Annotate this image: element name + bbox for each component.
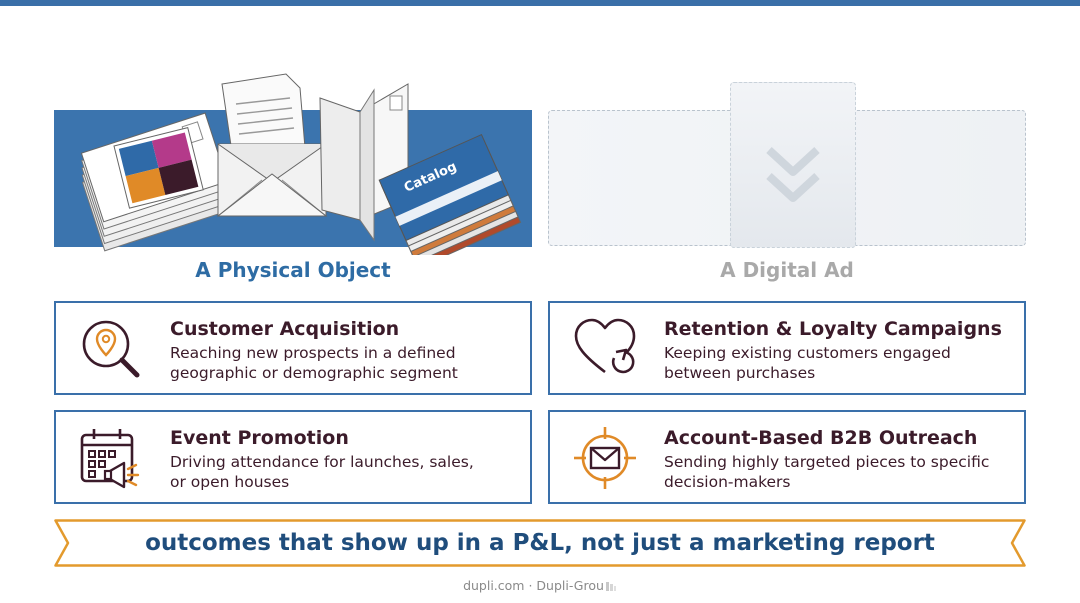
footer: dupli.com · Dupli-Grou: [0, 578, 1080, 593]
card-description: Reaching new prospects in a defined geog…: [170, 343, 520, 383]
card-customer-acquisition: Customer Acquisition Reaching new prospe…: [54, 301, 532, 395]
digital-ad-caption: A Digital Ad: [720, 258, 854, 282]
physical-object-caption: A Physical Object: [195, 258, 391, 282]
outcome-banner-text: outcomes that show up in a P&L, not just…: [145, 530, 935, 556]
double-chevron-down-icon: [766, 147, 820, 202]
card-description: Keeping existing customers engaged betwe…: [664, 343, 1014, 383]
card-account-based-outreach: Account-Based B2B Outreach Sending highl…: [548, 410, 1026, 504]
letter-paper: [221, 73, 307, 167]
card-title: Account-Based B2B Outreach: [664, 427, 978, 449]
card-description-line: or open houses: [170, 473, 290, 491]
heart-refresh-icon: [574, 318, 636, 374]
card-title: Customer Acquisition: [170, 318, 400, 340]
calendar-megaphone-icon: [80, 429, 140, 489]
catalog-stack: Catalog: [378, 133, 522, 255]
card-description-line: geographic or demographic segment: [170, 364, 458, 382]
card-title: Event Promotion: [170, 427, 349, 449]
footer-text: dupli.com · Dupli-Grou: [463, 578, 604, 593]
card-description: Driving attendance for launches, sales, …: [170, 452, 520, 492]
card-description-line: Sending highly targeted pieces to specif…: [664, 453, 990, 471]
digital-ad-placeholder-card: [730, 82, 856, 248]
top-accent-bar: [0, 0, 1080, 6]
trifold-brochure: [319, 83, 409, 242]
target-envelope-icon: [574, 427, 636, 489]
card-description-line: decision-makers: [664, 473, 791, 491]
brand-mark-icon: [605, 582, 616, 591]
card-description-line: between purchases: [664, 364, 816, 382]
card-description-line: Driving attendance for launches, sales,: [170, 453, 474, 471]
card-title: Retention & Loyalty Campaigns: [664, 318, 1002, 340]
color-block-card: [113, 127, 204, 209]
card-description-line: Keeping existing customers engaged: [664, 344, 951, 362]
card-description: Sending highly targeted pieces to specif…: [664, 452, 1014, 492]
direct-mail-illustration: Catalog: [80, 73, 522, 255]
card-description-line: Reaching new prospects in a defined: [170, 344, 456, 362]
outcome-banner-ribbon: [54, 519, 1026, 567]
card-event-promotion: Event Promotion Driving attendance for l…: [54, 410, 532, 504]
card-retention-loyalty: Retention & Loyalty Campaigns Keeping ex…: [548, 301, 1026, 395]
location-search-icon: [82, 320, 140, 378]
envelope: [216, 143, 328, 217]
